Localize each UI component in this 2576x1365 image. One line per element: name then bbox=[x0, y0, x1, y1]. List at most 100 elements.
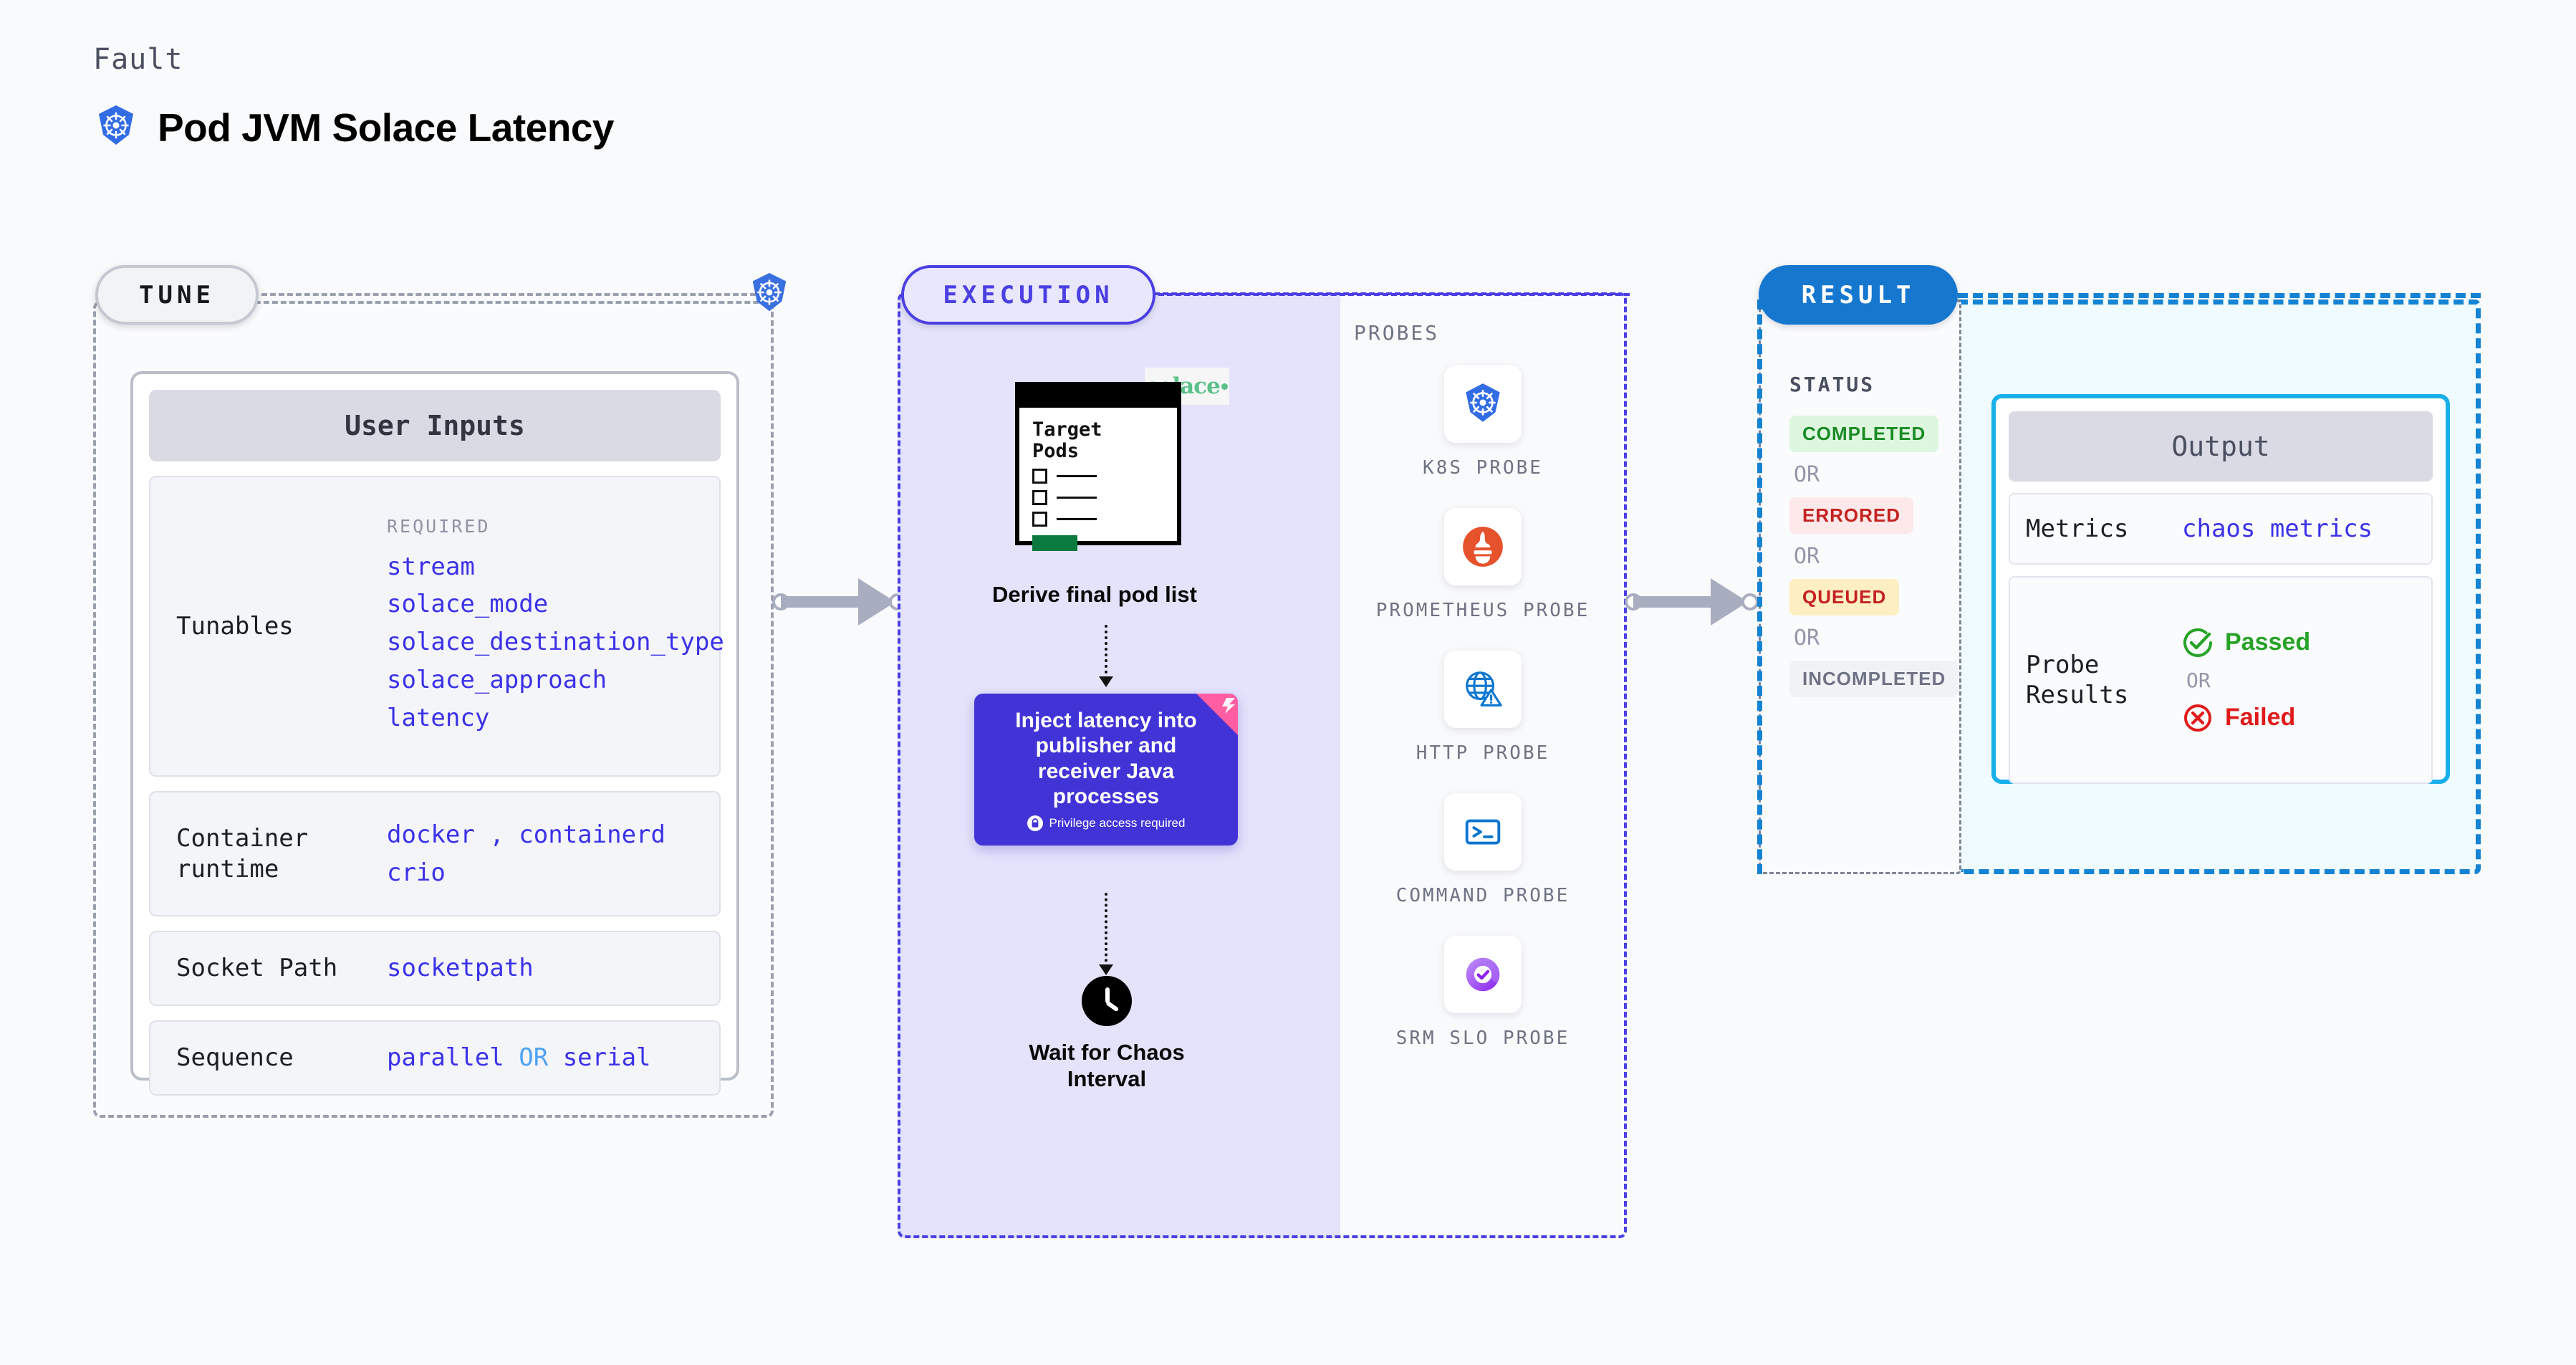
lock-icon bbox=[1027, 815, 1043, 832]
srm-slo-donut-check-icon bbox=[1444, 936, 1522, 1014]
kubernetes-icon bbox=[1443, 365, 1522, 443]
required-label: REQUIRED bbox=[387, 515, 491, 537]
sequence-row: Sequence parallel OR serial bbox=[149, 1020, 721, 1096]
derive-final-pod-list-label: Derive final pod list bbox=[992, 582, 1197, 607]
checkbox-icon[interactable] bbox=[1032, 469, 1047, 484]
probe-label: HTTP PROBE bbox=[1416, 742, 1550, 765]
container-runtime-values: docker , containerd crio bbox=[387, 816, 665, 891]
runtime-containerd[interactable]: containerd bbox=[519, 820, 665, 849]
probe-label: K8S PROBE bbox=[1423, 457, 1543, 479]
failed-label: Failed bbox=[2225, 704, 2296, 731]
execution-chip[interactable]: EXECUTION bbox=[901, 265, 1155, 325]
probe-label: COMMAND PROBE bbox=[1395, 885, 1570, 907]
sequence-values: parallel OR serial bbox=[387, 1039, 651, 1077]
pods-title-line1: Target bbox=[1032, 418, 1102, 441]
checkbox-icon[interactable] bbox=[1032, 490, 1047, 506]
checkbox-icon[interactable] bbox=[1032, 512, 1047, 527]
clock-icon bbox=[1082, 976, 1132, 1026]
user-inputs-card: User Inputs Tunables REQUIRED stream sol… bbox=[130, 371, 739, 1096]
probe-item-command[interactable]: COMMAND PROBE bbox=[1396, 793, 1570, 909]
tunable-solace-mode[interactable]: solace_mode bbox=[387, 590, 549, 619]
connector-execution-to-result bbox=[1625, 578, 1768, 628]
terminal-icon bbox=[1444, 793, 1522, 871]
probe-item-k8s[interactable]: K8S PROBE bbox=[1423, 365, 1543, 481]
status-badge-errored: ERRORED bbox=[1789, 497, 1914, 534]
output-card: Output Metrics chaos metrics Probe Resul… bbox=[1991, 394, 2450, 784]
socket-path-row: Socket Path socketpath bbox=[149, 931, 721, 1006]
arrow-inject-to-wait bbox=[1105, 893, 1107, 967]
probe-results-or: OR bbox=[2186, 668, 2211, 692]
probe-item-prometheus[interactable]: PROMETHEUS PROBE bbox=[1376, 508, 1590, 623]
probe-result-passed: Passed bbox=[2182, 627, 2310, 658]
title-row: Pod JVM Solace Latency bbox=[93, 103, 615, 152]
kubernetes-icon bbox=[93, 103, 139, 152]
connector-tune-to-execution bbox=[772, 578, 915, 628]
tunables-row: Tunables REQUIRED stream solace_mode sol… bbox=[149, 476, 724, 777]
harness-ribbon-icon bbox=[1196, 694, 1238, 735]
status-badge-completed: COMPLETED bbox=[1789, 416, 1939, 452]
sequence-serial[interactable]: serial bbox=[562, 1043, 651, 1073]
probes-section-label: PROBES bbox=[1354, 321, 1440, 345]
pods-list-item bbox=[1032, 469, 1177, 484]
arrow-derive-to-inject bbox=[1105, 625, 1107, 679]
container-runtime-row: Container runtime docker , containerd cr… bbox=[149, 791, 721, 916]
status-or-2: OR bbox=[1794, 544, 1820, 569]
metrics-value[interactable]: chaos metrics bbox=[2182, 514, 2373, 543]
wait-for-chaos-interval-label: Wait for Chaos Interval bbox=[1029, 1040, 1185, 1092]
probe-results-row: Probe Results Passed OR Failed bbox=[2009, 576, 2433, 784]
pods-title-line2: Pods bbox=[1032, 440, 1080, 463]
runtime-docker[interactable]: docker bbox=[387, 820, 475, 849]
pods-placeholder-line bbox=[1057, 518, 1097, 521]
status-label: STATUS bbox=[1789, 373, 1875, 396]
sequence-parallel[interactable]: parallel bbox=[387, 1043, 504, 1073]
tunable-latency[interactable]: latency bbox=[387, 703, 490, 732]
inject-latency-card[interactable]: Inject latency into publisher and receiv… bbox=[974, 694, 1238, 846]
probe-item-http[interactable]: HTTP PROBE bbox=[1416, 651, 1550, 766]
metrics-key: Metrics bbox=[2026, 514, 2129, 543]
probe-item-srm-slo[interactable]: SRM SLO PROBE bbox=[1396, 936, 1570, 1051]
pods-list-item bbox=[1032, 512, 1177, 527]
sequence-key: Sequence bbox=[176, 1043, 294, 1073]
status-or-3: OR bbox=[1794, 626, 1820, 651]
privilege-note: Privilege access required bbox=[1027, 815, 1186, 832]
x-circle-icon bbox=[2184, 704, 2211, 732]
probe-result-failed: Failed bbox=[2182, 702, 2310, 734]
socket-path-key: Socket Path bbox=[176, 954, 338, 983]
result-chip[interactable]: RESULT bbox=[1759, 265, 1958, 325]
target-pods-card: Target Pods bbox=[1015, 382, 1181, 552]
connector-end-dot bbox=[1741, 593, 1759, 610]
probes-list: K8S PROBE PROMETHEUS PROBE bbox=[1347, 365, 1619, 1051]
result-dashed-connector bbox=[1958, 293, 2481, 298]
probe-results-values: Passed OR Failed bbox=[2182, 627, 2310, 734]
execution-dashed-connector bbox=[1158, 293, 1630, 296]
pods-card-body: Target Pods bbox=[1019, 408, 1177, 552]
wait-clock-node bbox=[1082, 976, 1132, 1026]
tune-chip[interactable]: TUNE bbox=[95, 265, 259, 325]
inject-latency-text: Inject latency into publisher and receiv… bbox=[1015, 708, 1197, 808]
probe-results-key: Probe Results bbox=[2026, 650, 2129, 710]
tunable-solace-destination-type[interactable]: solace_destination_type bbox=[387, 628, 724, 657]
http-globe-warning-icon bbox=[1443, 651, 1522, 729]
prometheus-icon bbox=[1443, 508, 1522, 586]
output-title: Output bbox=[2009, 411, 2433, 482]
pods-progress-bar bbox=[1032, 535, 1077, 552]
kubernetes-icon bbox=[747, 271, 792, 315]
container-runtime-key: Container runtime bbox=[176, 824, 309, 883]
status-badge-incompleted: INCOMPLETED bbox=[1789, 661, 1959, 697]
page-header: Fault Pod JVM Solace Latency bbox=[93, 43, 615, 152]
status-or-1: OR bbox=[1794, 462, 1820, 487]
user-inputs-title: User Inputs bbox=[149, 390, 721, 461]
runtime-separator: , bbox=[489, 820, 504, 849]
tunables-key: Tunables bbox=[176, 611, 294, 641]
probe-label: PROMETHEUS PROBE bbox=[1375, 600, 1590, 622]
socket-path-value[interactable]: socketpath bbox=[387, 954, 534, 983]
privilege-note-text: Privilege access required bbox=[1049, 816, 1186, 830]
pods-placeholder-line bbox=[1057, 497, 1097, 499]
passed-label: Passed bbox=[2225, 628, 2311, 656]
tunable-solace-approach[interactable]: solace_approach bbox=[387, 665, 607, 694]
tune-dashed-connector bbox=[261, 293, 756, 296]
runtime-crio[interactable]: crio bbox=[387, 858, 446, 887]
pods-card-titlebar bbox=[1019, 386, 1177, 408]
pods-list-item bbox=[1032, 490, 1177, 506]
tunable-stream[interactable]: stream bbox=[387, 552, 475, 581]
